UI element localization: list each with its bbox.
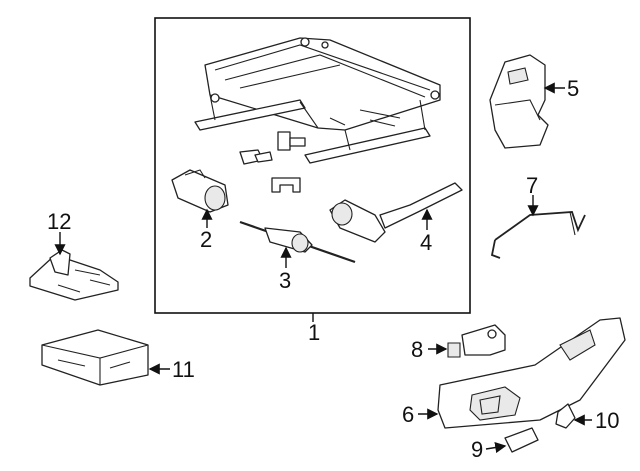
callout-label-2: 2	[200, 227, 212, 252]
wire-rod-part-7[interactable]	[490, 211, 586, 259]
motor-part-2[interactable]	[171, 169, 229, 213]
callout-label-11: 11	[172, 357, 195, 382]
callout-label-10: 10	[595, 408, 619, 433]
control-module-part-11[interactable]	[41, 329, 149, 386]
trim-cover-part-5[interactable]	[489, 54, 549, 149]
callout-label-4: 4	[420, 230, 432, 255]
callout-label-9: 9	[471, 437, 483, 462]
callout-label-8: 8	[411, 337, 423, 362]
callout-label-5: 5	[567, 76, 579, 101]
callout-label-1: 1	[308, 320, 320, 345]
callout-label-6: 6	[402, 402, 414, 427]
side-shield-part-6[interactable]	[437, 317, 626, 429]
bracket-part-12[interactable]	[29, 249, 119, 301]
knob-part-9[interactable]	[504, 427, 539, 453]
switch-bracket-part-8[interactable]	[447, 324, 506, 358]
motor-lever-part-4[interactable]	[329, 182, 463, 243]
callout-label-3: 3	[279, 268, 291, 293]
callout-label-7: 7	[526, 173, 538, 198]
seat-frame-part[interactable]	[194, 37, 441, 164]
knob-part-10[interactable]	[555, 403, 576, 429]
bracket-part[interactable]	[239, 131, 306, 193]
callout-9-leader	[485, 441, 507, 454]
drive-shaft-part-3[interactable]	[239, 220, 356, 264]
callout-label-12: 12	[47, 209, 71, 234]
